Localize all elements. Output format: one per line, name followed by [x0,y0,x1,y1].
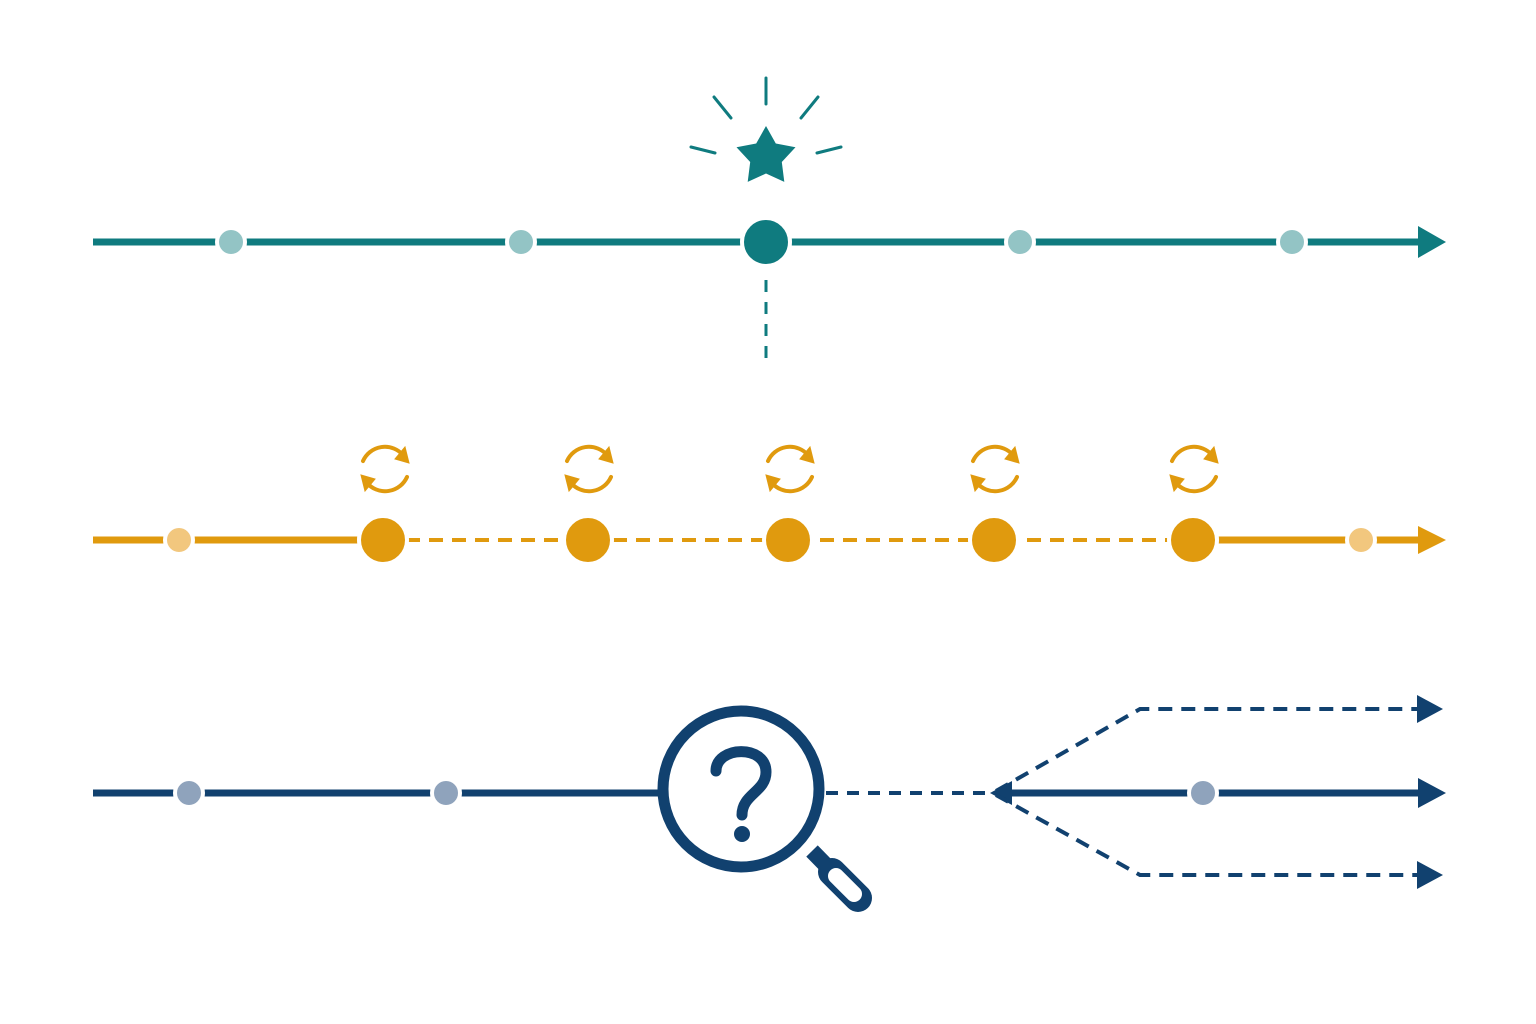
branch-path-upper [995,707,1418,793]
milestone-dot [430,777,462,809]
timeline-iteration [93,444,1446,566]
cycle-arrows-icon [969,444,1021,494]
timeline-breakthrough [93,76,1446,360]
milestone-dot [505,226,537,258]
key-event-dot [1167,514,1219,566]
milestone-dot [173,777,205,809]
milestone-dot [1276,226,1308,258]
arrowhead-icon [1417,695,1443,723]
timeline-uncertainty: ? [93,695,1446,912]
cycle-arrows-icon [563,444,615,494]
cycle-arrows-icon [359,444,411,494]
cycle-arrows-icon [1168,444,1220,494]
arrowhead-icon [1418,778,1446,808]
branch-path-lower [995,793,1418,877]
cycle-arrows-icon [764,444,816,494]
key-event-dot [968,514,1020,566]
key-event-dot [562,514,614,566]
milestone-dot [163,524,195,556]
star-icon [736,126,796,182]
key-event-dot [357,514,409,566]
branch-point-icon [990,781,1012,805]
sparkle-rays-icon [689,76,843,155]
milestone-dot [1004,226,1036,258]
milestone-dot [1345,524,1377,556]
arrowhead-icon [1418,226,1446,258]
milestone-dot [1187,777,1219,809]
key-event-dot [740,216,792,268]
magnifier-question-icon: ? [657,705,872,912]
milestone-dot [215,226,247,258]
key-event-dot [762,514,814,566]
arrowhead-icon [1418,526,1446,554]
arrowhead-icon [1417,861,1443,889]
